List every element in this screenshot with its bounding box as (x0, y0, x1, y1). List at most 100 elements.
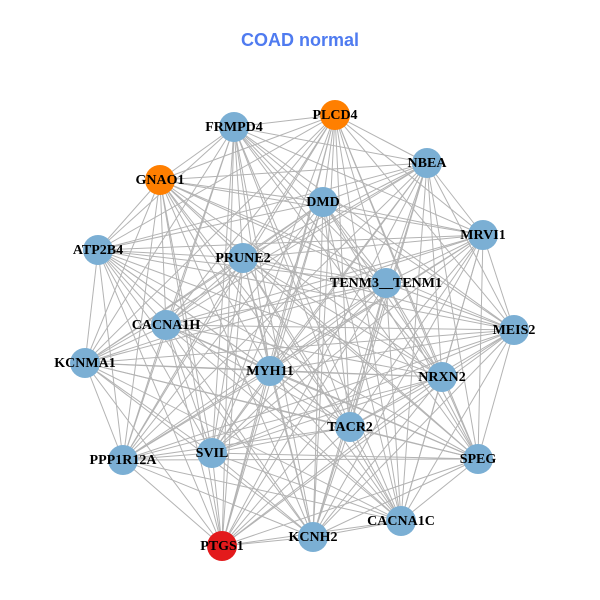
edge (233, 126, 402, 522)
edge (233, 114, 336, 128)
node-gnao1[interactable]: GNAO1 (136, 165, 185, 195)
edge (269, 370, 479, 460)
node-speg[interactable]: SPEG (460, 444, 497, 474)
node-ptgs1[interactable]: PTGS1 (200, 531, 244, 561)
edge (242, 114, 336, 259)
node-circle[interactable] (412, 148, 442, 178)
edge (159, 162, 428, 181)
node-meis2[interactable]: MEIS2 (493, 315, 536, 345)
edge (159, 179, 314, 538)
edge (97, 249, 167, 326)
node-label: KCNH2 (289, 530, 338, 545)
edge (159, 179, 324, 203)
edge (221, 426, 351, 547)
edge (97, 249, 244, 259)
node-circle[interactable] (197, 438, 227, 468)
edge (233, 126, 351, 428)
edge (349, 426, 479, 460)
edge (269, 370, 443, 378)
node-prune2[interactable]: PRUNE2 (215, 243, 271, 273)
edge (84, 329, 515, 364)
node-circle[interactable] (463, 444, 493, 474)
node-mrvi1[interactable]: MRVI1 (460, 220, 506, 250)
edge (322, 201, 484, 236)
node-circle[interactable] (335, 412, 365, 442)
node-circle[interactable] (255, 356, 285, 386)
edge (122, 459, 402, 522)
node-ppp1r12a[interactable]: PPP1R12A (90, 445, 158, 475)
edge (122, 458, 479, 461)
node-circle[interactable] (108, 445, 138, 475)
edge (97, 249, 479, 460)
node-svil[interactable]: SVIL (196, 438, 229, 468)
node-frmpd4[interactable]: FRMPD4 (205, 112, 263, 142)
edge (122, 329, 515, 461)
node-circle[interactable] (468, 220, 498, 250)
edge (122, 426, 351, 461)
node-circle[interactable] (386, 506, 416, 536)
node-nrxn2[interactable]: NRXN2 (418, 362, 466, 392)
edge (385, 162, 428, 284)
edge (269, 370, 402, 522)
edge (97, 249, 402, 522)
edge (312, 329, 515, 538)
edge (211, 257, 244, 454)
edge (385, 234, 484, 284)
edge (84, 234, 484, 364)
edge (122, 179, 161, 461)
edge (400, 458, 479, 522)
node-circle[interactable] (207, 531, 237, 561)
node-circle[interactable] (145, 165, 175, 195)
edge (159, 179, 213, 454)
node-circle[interactable] (320, 100, 350, 130)
edge (159, 179, 515, 331)
edge (122, 257, 244, 461)
edge (221, 257, 244, 547)
edge (84, 362, 223, 547)
edge (211, 452, 402, 522)
edge (211, 376, 443, 454)
node-tenm3__tenm1[interactable]: TENM3__TENM1 (330, 268, 442, 298)
node-atp2b4[interactable]: ATP2B4 (73, 235, 123, 265)
node-plcd4[interactable]: PLCD4 (312, 100, 358, 130)
edge (322, 201, 479, 460)
node-circle[interactable] (427, 362, 457, 392)
node-cacna1c[interactable]: CACNA1C (367, 506, 435, 536)
edge (159, 179, 167, 326)
node-circle[interactable] (499, 315, 529, 345)
node-label: PTGS1 (200, 539, 244, 554)
node-circle[interactable] (151, 310, 181, 340)
node-circle[interactable] (298, 522, 328, 552)
edge (165, 324, 223, 547)
node-label: GNAO1 (136, 173, 185, 188)
edge (97, 114, 336, 251)
node-label: PRUNE2 (215, 251, 270, 266)
node-label: SPEG (460, 452, 497, 467)
node-circle[interactable] (371, 268, 401, 298)
edge (233, 126, 428, 164)
node-dmd[interactable]: DMD (306, 187, 340, 217)
node-label: FRMPD4 (205, 120, 263, 135)
node-cacna1h[interactable]: CACNA1H (132, 310, 201, 340)
node-label: KCNMA1 (54, 356, 115, 371)
node-circle[interactable] (70, 348, 100, 378)
edge (269, 370, 314, 538)
node-label: DMD (306, 195, 339, 210)
node-circle[interactable] (83, 235, 113, 265)
edge (165, 324, 213, 454)
node-circle[interactable] (228, 243, 258, 273)
edge (349, 426, 402, 522)
node-tacr2[interactable]: TACR2 (327, 412, 373, 442)
node-kcnma1[interactable]: KCNMA1 (54, 348, 116, 378)
node-nbea[interactable]: NBEA (408, 148, 448, 178)
node-kcnh2[interactable]: KCNH2 (289, 522, 338, 552)
node-myh11[interactable]: MYH11 (246, 356, 294, 386)
edge (334, 114, 479, 460)
edge (233, 126, 324, 203)
node-label: MEIS2 (493, 323, 536, 338)
edge (312, 234, 484, 538)
node-circle[interactable] (308, 187, 338, 217)
node-circle[interactable] (219, 112, 249, 142)
edge (269, 201, 324, 372)
